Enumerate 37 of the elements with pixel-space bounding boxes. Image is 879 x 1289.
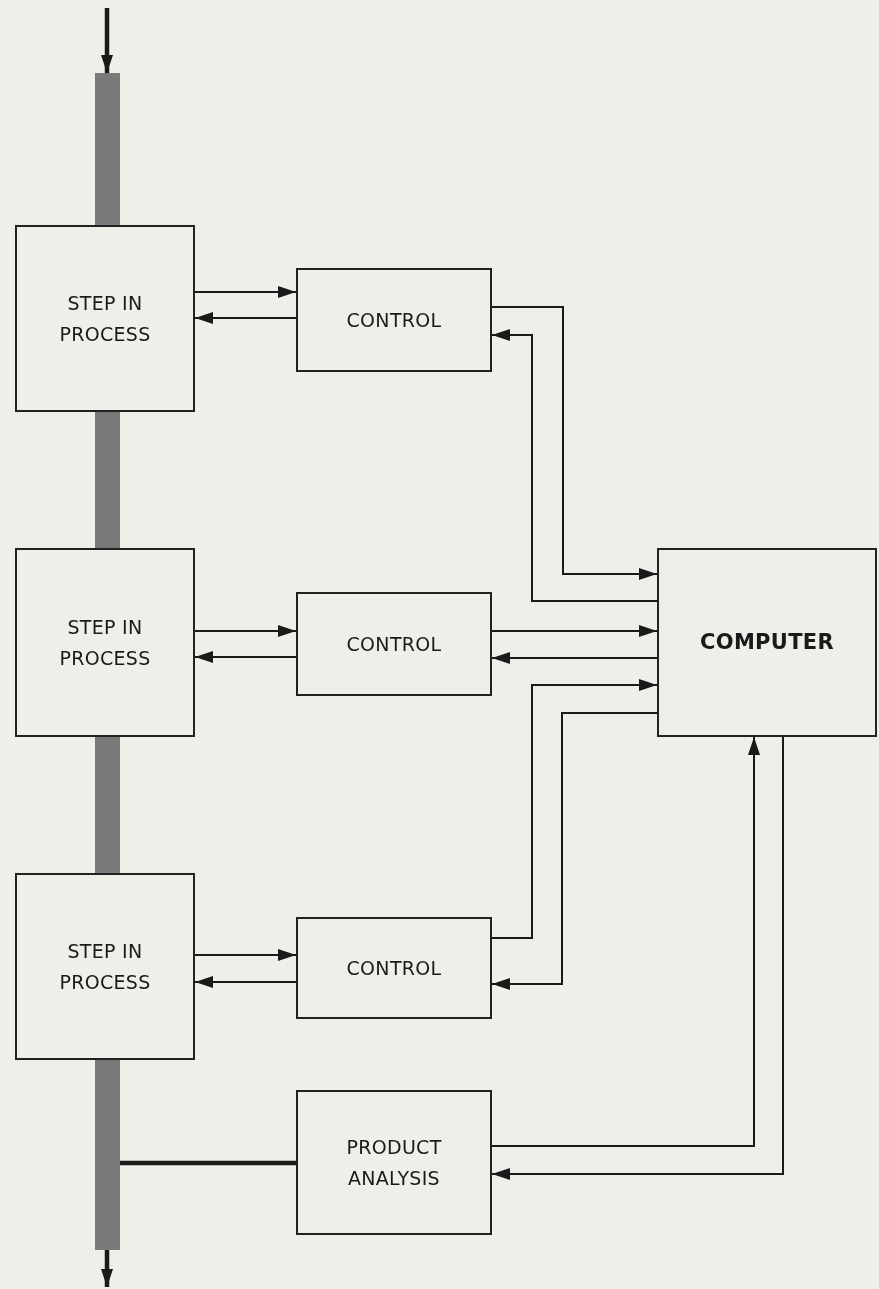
arrow xyxy=(491,329,658,602)
arrow xyxy=(101,8,113,73)
box-label: STEP IN PROCESS xyxy=(58,615,152,671)
arrow xyxy=(194,976,297,988)
arrow xyxy=(491,652,658,664)
arrow xyxy=(194,651,297,663)
process-step-box xyxy=(15,225,195,412)
control-box xyxy=(296,268,492,372)
box-label: STEP IN PROCESS xyxy=(58,939,152,995)
arrow xyxy=(194,312,297,324)
arrow xyxy=(491,679,658,939)
arrow xyxy=(491,736,760,1147)
box-label: CONTROL xyxy=(346,955,442,981)
process-step-box xyxy=(15,873,195,1060)
arrow xyxy=(194,949,297,961)
box-label: PRODUCT ANALYSIS xyxy=(345,1135,443,1191)
process-stream-bar xyxy=(95,737,120,873)
connector-line xyxy=(120,1160,296,1166)
arrow xyxy=(194,625,297,637)
arrow xyxy=(491,625,658,637)
analysis-box xyxy=(296,1090,492,1235)
arrow xyxy=(194,286,297,298)
process-stream-bar xyxy=(95,73,120,225)
arrow xyxy=(491,736,784,1180)
computer-box xyxy=(657,548,877,737)
process-step-box xyxy=(15,548,195,737)
arrow xyxy=(491,306,658,580)
arrow xyxy=(101,1250,113,1287)
control-box xyxy=(296,917,492,1019)
box-label: STEP IN PROCESS xyxy=(58,291,152,347)
process-stream-bar xyxy=(95,1060,120,1250)
process-stream-bar xyxy=(95,412,120,548)
arrow xyxy=(491,712,658,990)
control-box xyxy=(296,592,492,696)
box-label: COMPUTER xyxy=(700,628,834,656)
box-label: CONTROL xyxy=(346,307,442,333)
box-label: CONTROL xyxy=(346,631,442,657)
